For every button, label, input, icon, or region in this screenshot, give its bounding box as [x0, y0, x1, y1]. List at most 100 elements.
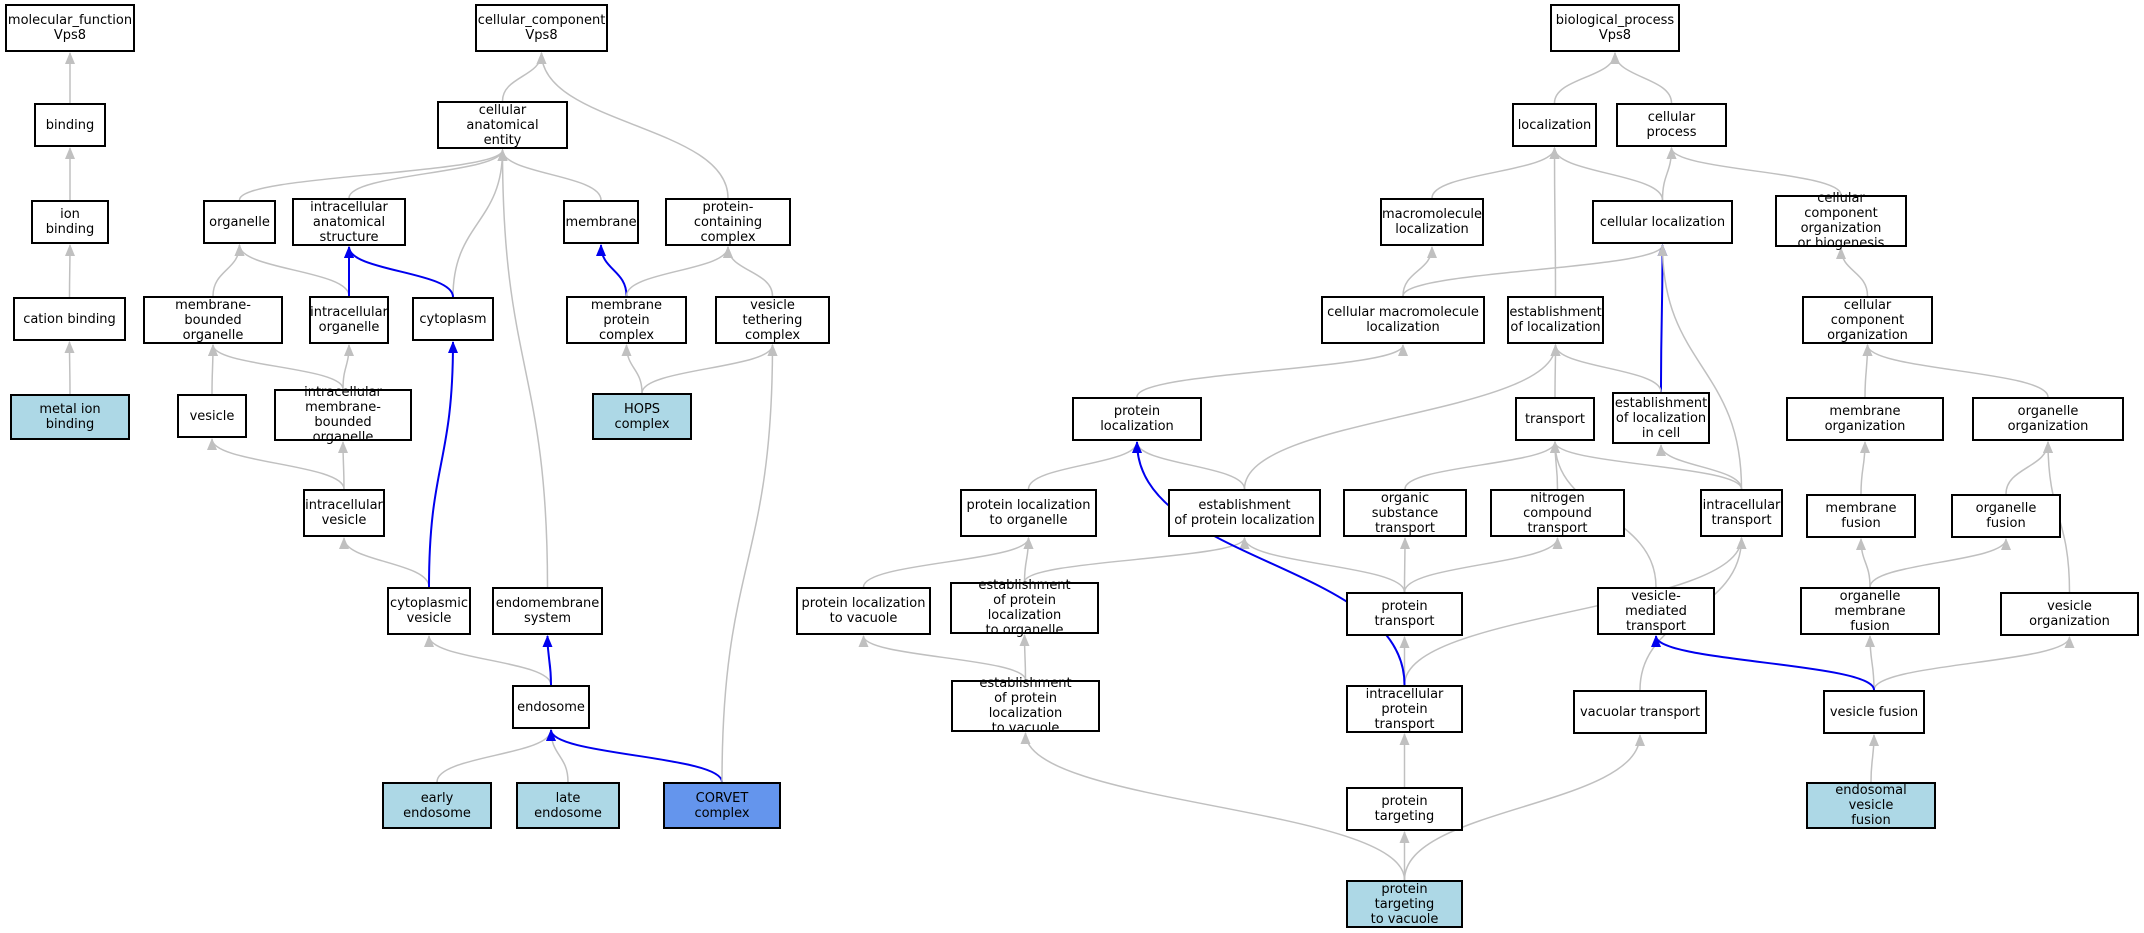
edge-eopltv-to-eoplto	[1019, 634, 1030, 681]
go-term-hops[interactable]: HOPS complex	[592, 393, 692, 440]
edge-metal_ion_binding-to-cation_binding	[64, 341, 75, 395]
go-term-cytoplasm[interactable]: cytoplasm	[412, 297, 494, 341]
edge-eol-to-localization	[1549, 147, 1560, 297]
go-term-ofus[interactable]: organelle fusion	[1951, 494, 2061, 538]
edge-mo-to-cco	[1862, 344, 1873, 398]
go-term-mfus[interactable]: membrane fusion	[1806, 494, 1916, 538]
go-term-late[interactable]: late endosome	[516, 782, 620, 829]
edge-iv-to-vesicle	[207, 438, 345, 490]
go-term-bp-root[interactable]: biological_process Vps8	[1550, 4, 1680, 52]
go-term-pltv[interactable]: protein localization to vacuole	[796, 587, 931, 635]
go-term-cml[interactable]: cellular macromolecule localization	[1321, 296, 1485, 344]
edge-es-to-cae	[497, 149, 549, 588]
go-term-vo[interactable]: vesicle organization	[2000, 592, 2139, 636]
go-term-endosome[interactable]: endosome	[512, 685, 590, 729]
edge-it-to-transport	[1550, 441, 1743, 490]
go-term-ipt[interactable]: intracellular protein transport	[1346, 685, 1463, 733]
go-term-mbo[interactable]: membrane-bounded organelle	[143, 296, 283, 344]
edge-pl-to-cml	[1136, 344, 1408, 398]
edge-ml-to-localization	[1431, 147, 1560, 199]
edge-mfus-to-mo	[1859, 441, 1870, 495]
edge-pltv-to-plto	[862, 537, 1034, 588]
go-term-pt[interactable]: protein transport	[1346, 592, 1463, 636]
edge-pt-to-eopl	[1239, 537, 1406, 593]
go-term-eopl[interactable]: establishment of protein localization	[1168, 489, 1321, 537]
go-term-mpc[interactable]: membrane protein complex	[566, 296, 687, 344]
go-term-nct[interactable]: nitrogen compound transport	[1490, 489, 1625, 537]
go-term-transport[interactable]: transport	[1515, 397, 1595, 441]
edge-cv-to-cytoplasm	[428, 341, 458, 588]
edge-endosome-to-cv	[424, 635, 552, 686]
go-term-iv[interactable]: intracellular vesicle	[303, 489, 385, 537]
go-term-vt[interactable]: vacuolar transport	[1573, 690, 1707, 734]
go-term-binding[interactable]: binding	[34, 103, 106, 147]
edge-vtc-to-pcc	[723, 246, 774, 297]
go-term-pttv[interactable]: protein targeting to vacuole	[1346, 880, 1463, 928]
edge-cp-to-bp_root	[1610, 52, 1673, 104]
go-term-pl[interactable]: protein localization	[1072, 397, 1202, 441]
edge-cco-to-ccob	[1836, 247, 1869, 297]
go-term-cp[interactable]: cellular process	[1616, 103, 1727, 147]
go-term-mo[interactable]: membrane organization	[1786, 397, 1944, 441]
go-term-vmt[interactable]: vesicle-mediated transport	[1597, 587, 1715, 635]
edge-ias-to-cae	[348, 149, 508, 199]
edge-pttv-to-eopltv	[1020, 732, 1406, 881]
go-term-metal-ion-binding[interactable]: metal ion binding	[10, 394, 130, 440]
go-term-cation-binding[interactable]: cation binding	[13, 297, 126, 341]
go-term-mf-root[interactable]: molecular_function Vps8	[5, 4, 135, 52]
edge-ofus-to-oo	[2005, 441, 2053, 495]
edge-eoplto-to-eopl	[1023, 537, 1250, 583]
go-term-vf[interactable]: vesicle fusion	[1823, 690, 1925, 734]
go-term-plto[interactable]: protein localization to organelle	[960, 489, 1097, 537]
edge-imbo-to-io	[342, 344, 354, 390]
edge-omf-to-mfus	[1856, 538, 1871, 588]
go-term-es[interactable]: endomembrane system	[492, 587, 603, 635]
edge-imbo-to-mbo	[208, 344, 344, 390]
go-term-cae[interactable]: cellular anatomical entity	[437, 101, 568, 149]
go-term-cl[interactable]: cellular localization	[1592, 200, 1733, 244]
go-term-eol[interactable]: establishment of localization	[1507, 296, 1604, 344]
edge-ost-to-transport	[1404, 441, 1560, 490]
go-term-omf[interactable]: organelle membrane fusion	[1800, 587, 1940, 635]
go-term-ion-binding[interactable]: ion binding	[31, 200, 109, 244]
edge-oo-to-cco	[1862, 344, 2049, 398]
go-term-cv[interactable]: cytoplasmic vesicle	[387, 587, 471, 635]
go-term-localization[interactable]: localization	[1512, 103, 1597, 147]
edge-ccob-to-cp	[1666, 147, 1842, 196]
go-term-ost[interactable]: organic substance transport	[1343, 489, 1467, 537]
go-term-it[interactable]: intracellular transport	[1700, 489, 1783, 537]
go-term-corvet[interactable]: CORVET complex	[663, 782, 781, 829]
edge-cv-to-iv	[339, 537, 430, 588]
go-term-organelle[interactable]: organelle	[203, 200, 276, 244]
go-term-pcc[interactable]: protein-containing complex	[665, 198, 791, 246]
go-term-evf[interactable]: endosomal vesicle fusion	[1806, 782, 1936, 829]
go-term-cco[interactable]: cellular component organization	[1802, 296, 1933, 344]
go-term-oo[interactable]: organelle organization	[1972, 397, 2124, 441]
edge-eolic-to-eol	[1550, 344, 1662, 393]
go-term-cc-root[interactable]: cellular_component Vps8	[475, 4, 608, 52]
go-term-eolic[interactable]: establishment of localization in cell	[1612, 392, 1710, 444]
go-term-early[interactable]: early endosome	[382, 782, 492, 829]
edge-iv-to-imbo	[338, 441, 349, 490]
edge-vf-to-vo	[1873, 636, 2075, 691]
edge-pt-to-nct	[1403, 537, 1563, 593]
edge-localization-to-bp_root	[1553, 52, 1620, 104]
go-term-eoplto[interactable]: establishment of protein localization to…	[950, 578, 1099, 638]
go-term-membrane[interactable]: membrane	[563, 200, 639, 244]
go-term-eopltv[interactable]: establishment of protein localization to…	[951, 676, 1100, 736]
go-term-io[interactable]: intracellular organelle	[309, 296, 389, 344]
go-term-ias[interactable]: intracellular anatomical structure	[292, 198, 406, 246]
edge-cytoplasm-to-ias	[344, 246, 454, 298]
edge-vf-to-vmt	[1651, 635, 1875, 691]
go-term-ccob[interactable]: cellular component organization or bioge…	[1775, 191, 1907, 251]
go-term-vesicle[interactable]: vesicle	[177, 394, 247, 438]
go-term-vtc[interactable]: vesicle tethering complex	[715, 296, 830, 344]
go-term-imbo[interactable]: intracellular membrane-bounded organelle	[274, 385, 412, 445]
edge-omf-to-ofus	[1869, 538, 2011, 588]
edge-corvet-to-vtc	[721, 344, 778, 783]
edge-mpc-to-pcc	[625, 246, 733, 297]
edge-hops-to-vtc	[641, 344, 778, 394]
go-term-ml[interactable]: macromolecule localization	[1380, 198, 1484, 246]
edge-cml-to-cl	[1402, 244, 1668, 297]
go-term-ptg[interactable]: protein targeting	[1346, 787, 1463, 831]
